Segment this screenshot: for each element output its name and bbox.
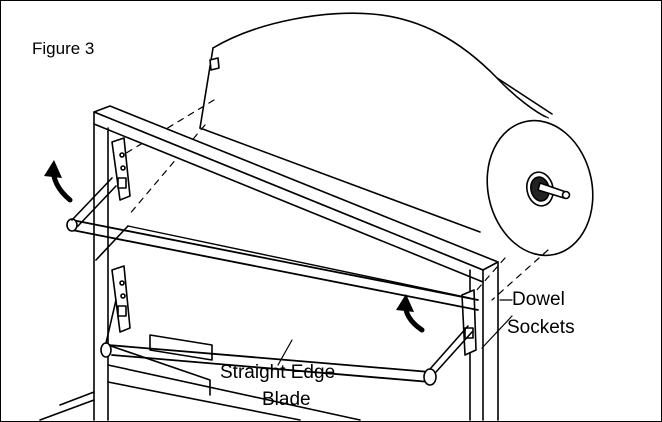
paper-roll bbox=[199, 12, 594, 257]
upper-dowel bbox=[66, 177, 479, 311]
figure-title: Figure 3 bbox=[32, 39, 95, 58]
straight-edge-blade-label-line2: Blade bbox=[262, 389, 311, 410]
left-lower-bracket bbox=[111, 265, 131, 333]
curved-arrow-icon bbox=[396, 294, 425, 333]
left-upper-bracket bbox=[111, 137, 131, 201]
dowel-sockets-label-line1: Dowel bbox=[512, 289, 565, 310]
frame bbox=[39, 105, 499, 421]
straight-edge-blade bbox=[100, 299, 473, 386]
guide-dashes bbox=[117, 99, 549, 301]
curved-arrow-icon bbox=[44, 160, 73, 203]
leader-lines bbox=[277, 299, 513, 366]
dowel-sockets-label-line2: Sockets bbox=[507, 317, 575, 338]
straight-edge-blade-label-line1: Straight Edge bbox=[220, 362, 336, 383]
blade-cord bbox=[95, 225, 471, 299]
